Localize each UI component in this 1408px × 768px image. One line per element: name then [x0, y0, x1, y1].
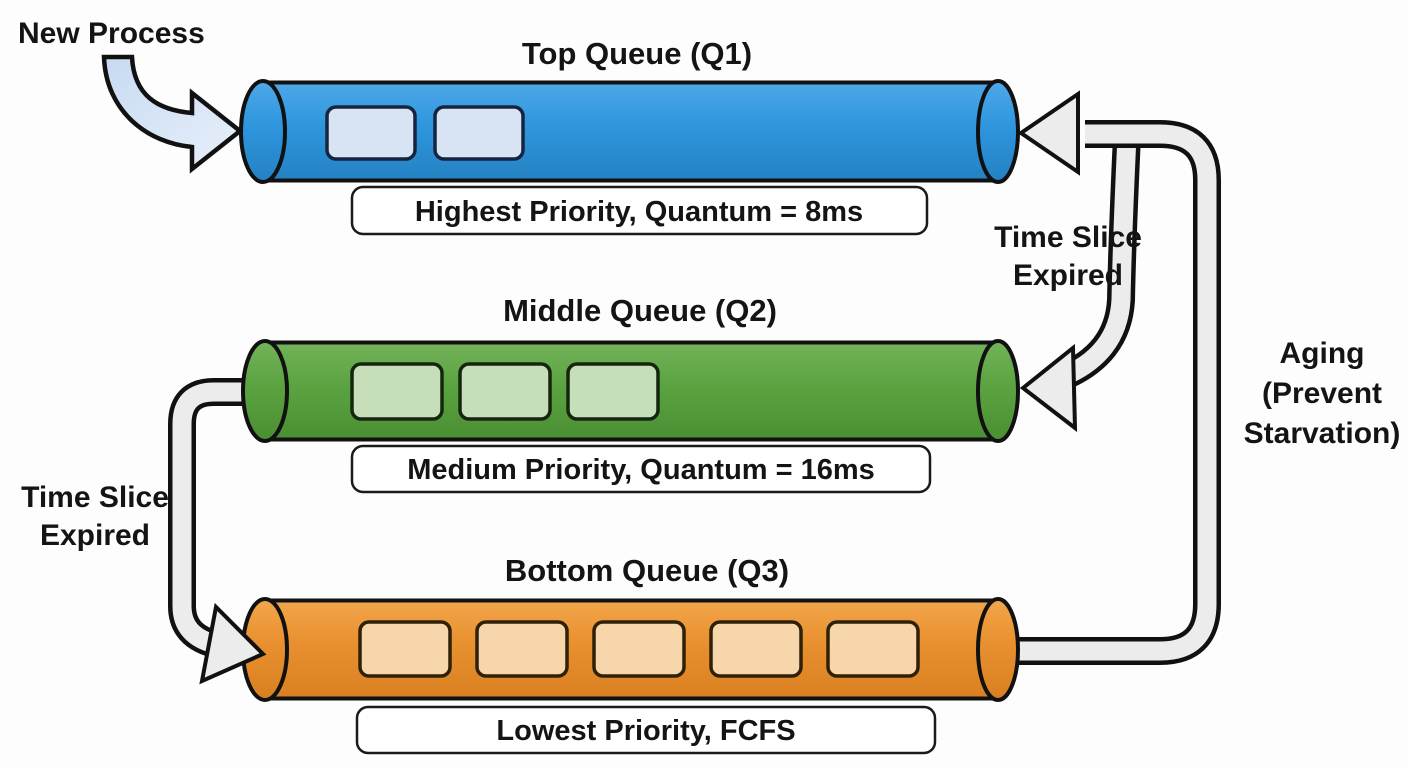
- q3-process-box: [826, 620, 920, 678]
- q3-process-box: [592, 620, 686, 678]
- new-process-arrow-icon: [101, 54, 244, 174]
- q3-right-cap: [976, 597, 1020, 702]
- q2-process-box: [350, 362, 444, 421]
- aging-q3-q1-pipe: [1004, 120, 1221, 665]
- aging-line1: Aging: [1280, 337, 1365, 370]
- queue-q3-cylinder: [241, 597, 1020, 702]
- q1-title: Top Queue (Q1): [522, 36, 752, 71]
- time-slice-right-line1: Time Slice: [994, 221, 1142, 254]
- q1-label: Highest Priority, Quantum = 8ms: [415, 196, 863, 228]
- q1-left-cap: [239, 79, 287, 184]
- q3-label: Lowest Priority, FCFS: [496, 715, 795, 747]
- time-slice-expired-left-label: Time Slice Expired: [21, 481, 169, 552]
- time-slice-expired-right-label: Time Slice Expired: [994, 221, 1142, 292]
- aging-line2: (Prevent: [1262, 377, 1382, 410]
- q2-title: Middle Queue (Q2): [503, 293, 777, 328]
- q2-label: Medium Priority, Quantum = 16ms: [407, 454, 875, 486]
- aging-arrowhead-icon: [1017, 90, 1080, 176]
- q2-process-box: [566, 362, 660, 421]
- time-slice-right-line2: Expired: [1013, 259, 1123, 292]
- q1-process-box: [433, 105, 525, 161]
- aging-label: Aging (Prevent Starvation): [1244, 337, 1401, 450]
- time-slice-q1-q2-pipe: [1054, 135, 1141, 392]
- aging-line3: Starvation): [1244, 417, 1401, 450]
- new-process-label: New Process: [18, 17, 205, 50]
- q3-process-box: [475, 620, 569, 678]
- q2-process-box: [458, 362, 552, 421]
- q3-title: Bottom Queue (Q3): [505, 553, 789, 588]
- q3-label-box: [355, 705, 937, 755]
- q2-left-cap: [241, 339, 289, 443]
- time-slice-left-arrowhead-icon: [199, 602, 267, 685]
- q1-label-box: [350, 185, 929, 236]
- time-slice-left-line1: Time Slice: [21, 481, 169, 514]
- q2-label-box: [350, 444, 932, 494]
- q3-process-box: [709, 620, 803, 678]
- q2-right-cap: [976, 339, 1020, 443]
- q1-right-cap: [976, 79, 1020, 184]
- queue-q1-cylinder: [239, 79, 1020, 184]
- q1-process-box: [325, 105, 417, 161]
- queue-q2-cylinder: [241, 339, 1020, 443]
- time-slice-q2-q3-pipe: [168, 378, 280, 660]
- time-slice-left-line2: Expired: [40, 519, 150, 552]
- q3-process-box: [358, 620, 452, 678]
- time-slice-right-arrowhead-icon: [1019, 343, 1078, 433]
